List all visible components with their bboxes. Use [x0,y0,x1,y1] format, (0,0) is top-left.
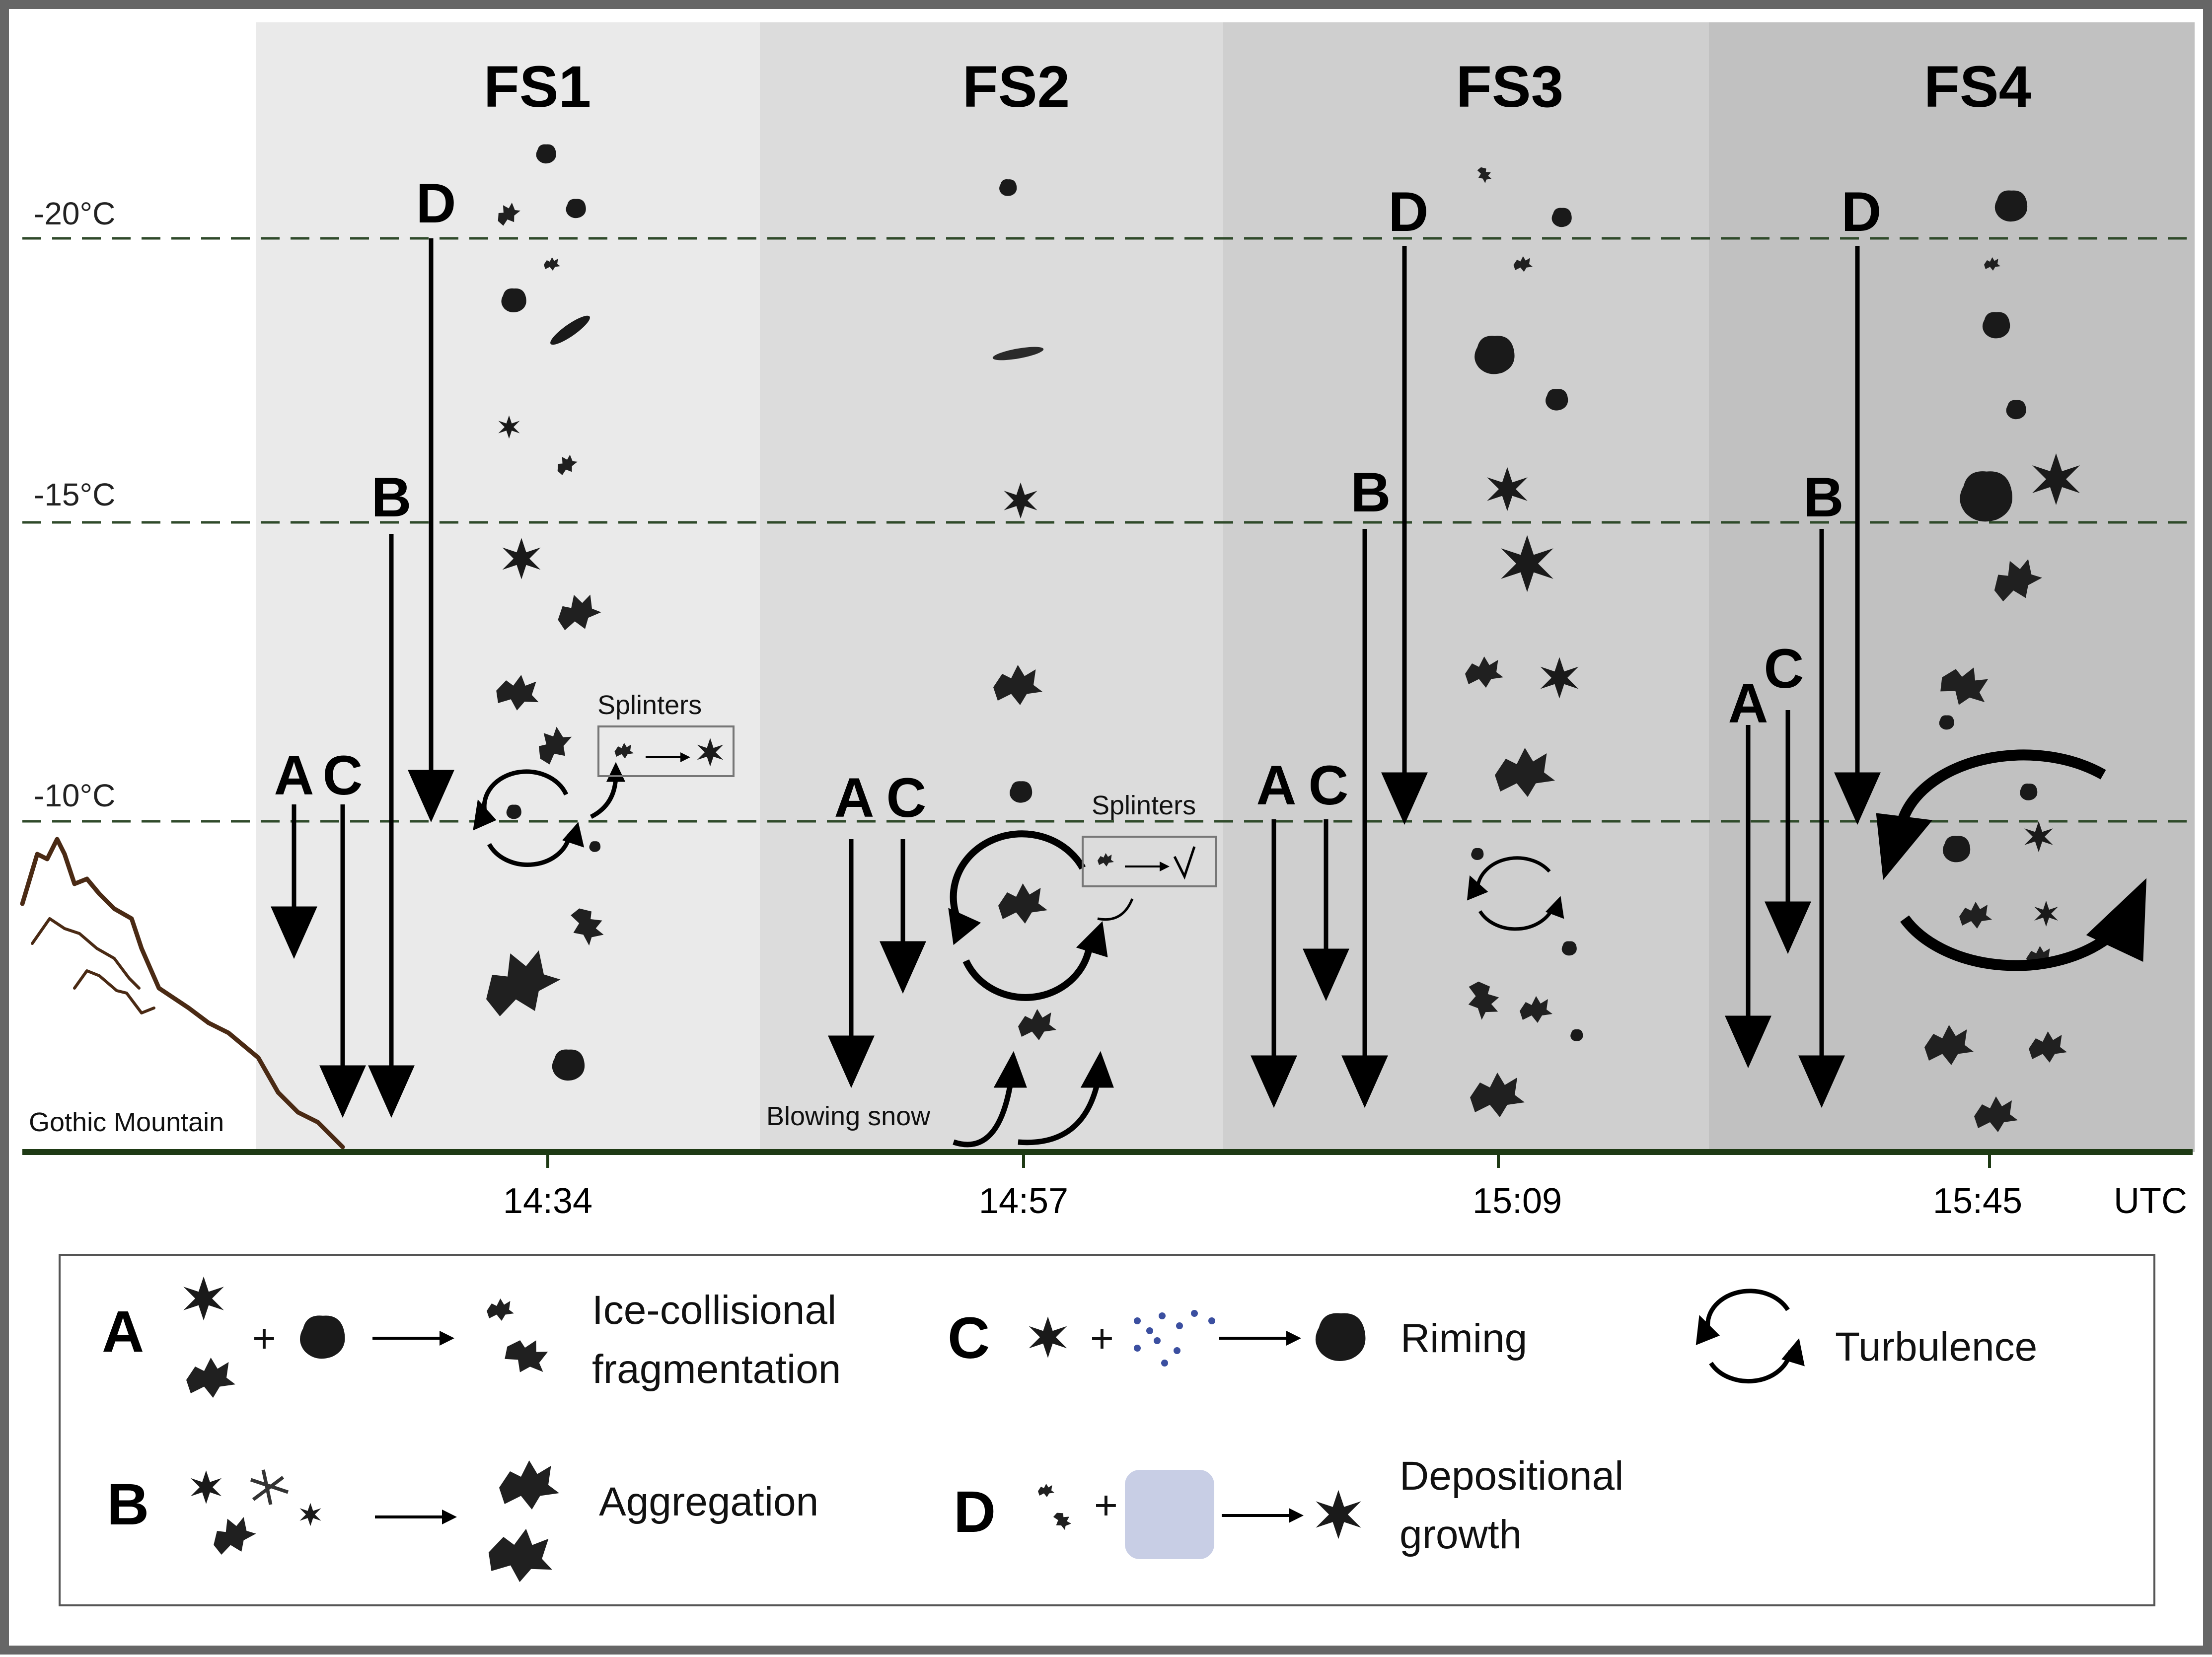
legend-b-text-1: Aggregation [599,1479,818,1524]
panel-title-fs1: FS1 [484,54,591,120]
legend-letter-c: C [948,1305,990,1371]
fs1-splinters-box [597,725,735,777]
fs4-letter-b: B [1804,466,1844,528]
blowing-snow-icon [953,1051,1114,1148]
legend-a-text-1: Ice-collisional [592,1288,836,1333]
fs1-arrows [271,238,454,1118]
legend-a-plus: + [252,1316,276,1361]
fs4-letter-a: A [1728,672,1769,734]
fs1-particles [474,144,609,1081]
legend-d-text-1: Depositional [1400,1453,1623,1499]
fs4-letter-d: D [1842,181,1882,243]
legend-item-turbulence: Turbulence [1696,1289,2037,1384]
panel-title-fs3: FS3 [1456,54,1563,120]
time-label-fs2: 14:57 [979,1181,1068,1221]
fs2-letter-a: A [834,767,875,829]
time-ticks [546,1152,1991,1168]
fs1-letter-d: D [416,172,456,234]
gothic-mountain-icon [20,837,345,1150]
fs3-arrows [1251,246,1428,1108]
temp-label-minus10: -10°C [34,778,115,813]
fs2-splinters-arrow [1097,898,1134,921]
legend-d-plus: + [1094,1483,1118,1528]
panel-bg-fs3 [1223,22,1709,1152]
legend-item-aggregation: B Aggregation [107,1460,818,1587]
fs2-arrows [828,839,926,1088]
mountain-label: Gothic Mountain [29,1107,224,1137]
panel-title-fs4: FS4 [1924,54,2031,120]
time-unit-label: UTC [2114,1181,2187,1221]
legend-letter-b: B [107,1472,149,1537]
time-label-fs4: 15:45 [1933,1181,2022,1221]
legend-turbulence-text: Turbulence [1835,1324,2037,1369]
blowing-snow-label: Blowing snow [766,1101,931,1131]
legend-turbulence-icon [1696,1289,1805,1384]
legend-item-riming: C + Riming [948,1305,1527,1371]
fs1-letter-a: A [274,744,314,806]
fs4-letter-c: C [1764,638,1804,700]
fs3-letter-d: D [1389,181,1429,243]
legend-c-plus: + [1090,1316,1114,1361]
fs2-turbulence-icon [948,830,1108,1001]
fs2-splinters-box [1082,836,1217,887]
legend-item-depositional-growth: D + Depositional growth [954,1453,1623,1559]
panel-title-fs2: FS2 [962,54,1070,120]
fs3-turbulence-icon [1467,856,1564,931]
fs1-letter-b: B [371,466,412,528]
legend-item-fragmentation: A + Ice-collisional fragmentation [102,1276,841,1398]
vapor-cloud-icon [1125,1470,1214,1559]
fs2-splinters-label: Splinters [1092,791,1196,820]
legend-a-text-2: fragmentation [592,1347,841,1392]
time-label-fs3: 15:09 [1473,1181,1562,1221]
legend-letter-d: D [954,1479,996,1545]
legend-c-text-1: Riming [1401,1316,1527,1361]
fs4-turbulence-icon [1876,749,2147,971]
fs3-letter-b: B [1351,461,1391,523]
fs3-letter-c: C [1309,754,1349,816]
temp-label-minus15: -15°C [34,477,115,512]
fs1-splinters-label: Splinters [597,690,702,720]
fs3-letter-a: A [1256,754,1297,816]
fs2-letter-c: C [886,767,927,829]
rime-droplets-icon [1134,1310,1215,1367]
panel-bg-fs2 [760,22,1223,1152]
panel-bg-fs4 [1709,22,2195,1152]
fs4-arrows [1725,246,1881,1108]
legend-letter-a: A [102,1299,144,1365]
fs2-particles [992,179,1056,1040]
time-label-fs1: 14:34 [503,1181,592,1221]
legend-d-text-2: growth [1400,1512,1522,1557]
legend-box [59,1254,2155,1606]
fs1-letter-c: C [323,744,363,806]
temp-label-minus20: -20°C [34,196,115,231]
